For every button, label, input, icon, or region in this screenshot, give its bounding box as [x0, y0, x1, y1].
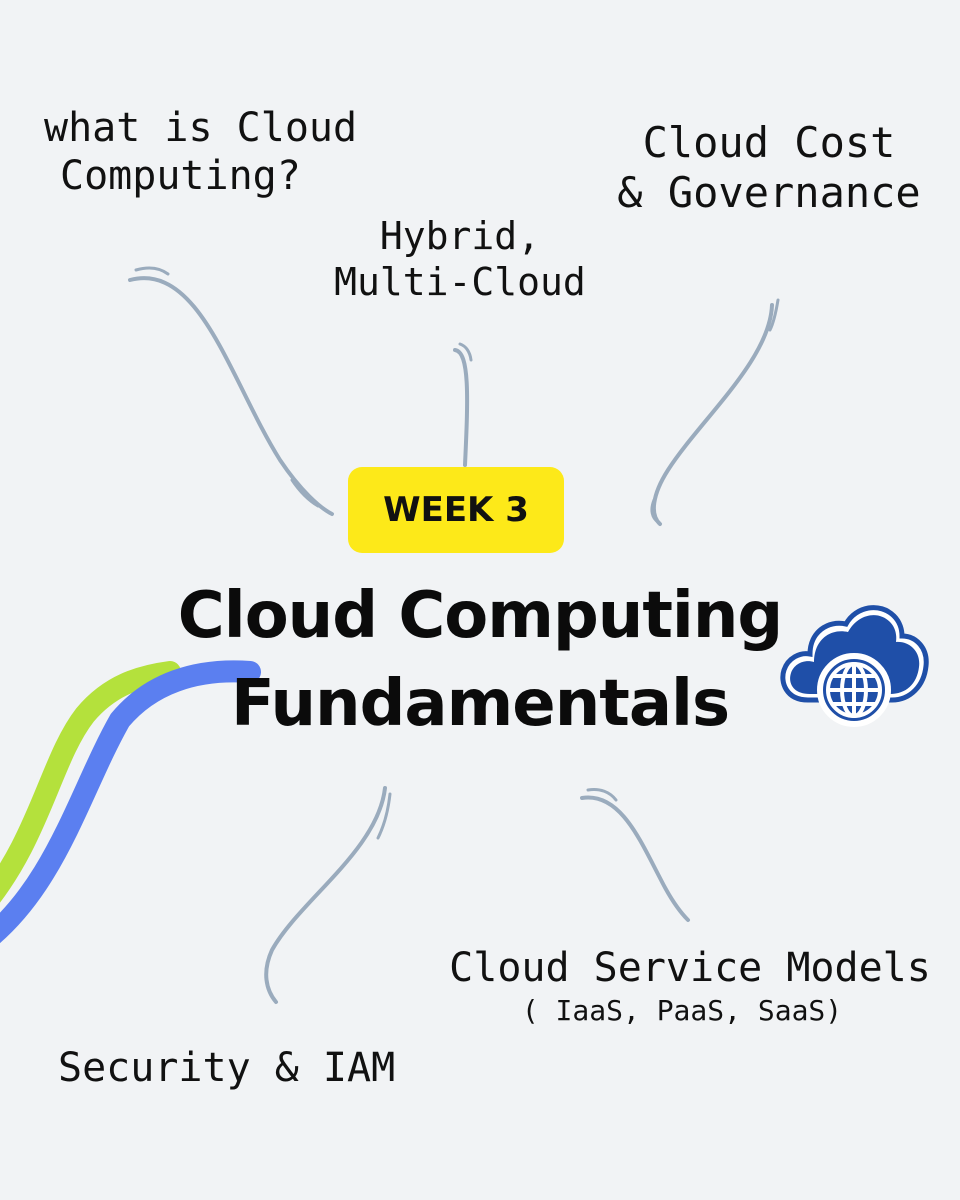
cloud-globe-icon [780, 605, 929, 727]
connector-security [264, 786, 392, 1004]
topic-service-line1: Cloud Service Models [449, 945, 931, 991]
connector-hybrid [453, 342, 473, 467]
topic-cost-line1: Cloud Cost [642, 118, 896, 167]
topic-what-is-line1: what is Cloud [44, 105, 358, 151]
topic-service-line2: ( IaaS, PaaS, SaaS) [521, 994, 843, 1027]
topic-cost-line2: & Governance [617, 168, 921, 218]
topic-cloud-service-models: Cloud Service Models ( IaaS, PaaS, SaaS) [440, 944, 940, 1028]
green-swoosh [0, 661, 181, 903]
main-title-line1: Cloud Computing [177, 579, 783, 653]
globe-icon [817, 653, 891, 727]
topic-security-label: Security & IAM [58, 1045, 396, 1091]
topic-hybrid-line1: Hybrid, [379, 214, 541, 258]
blue-swoosh [0, 660, 261, 943]
topic-security-iam: Security & IAM [58, 1044, 395, 1092]
connector-service [580, 788, 690, 922]
topic-hybrid-multi-cloud: Hybrid, Multi-Cloud [330, 214, 590, 305]
topic-hybrid-line2: Multi-Cloud [334, 259, 586, 304]
topic-cloud-cost-governance: Cloud Cost & Governance [604, 118, 934, 219]
connector-what-is [128, 266, 334, 516]
connector-cost [650, 298, 780, 526]
topic-what-is-cloud-computing: what is Cloud Computing? [44, 104, 357, 200]
main-title: Cloud Computing Fundamentals [150, 572, 810, 749]
week-badge: WEEK 3 [348, 467, 564, 553]
topic-what-is-line2: Computing? [60, 153, 301, 199]
main-title-line2: Fundamentals [230, 667, 730, 742]
